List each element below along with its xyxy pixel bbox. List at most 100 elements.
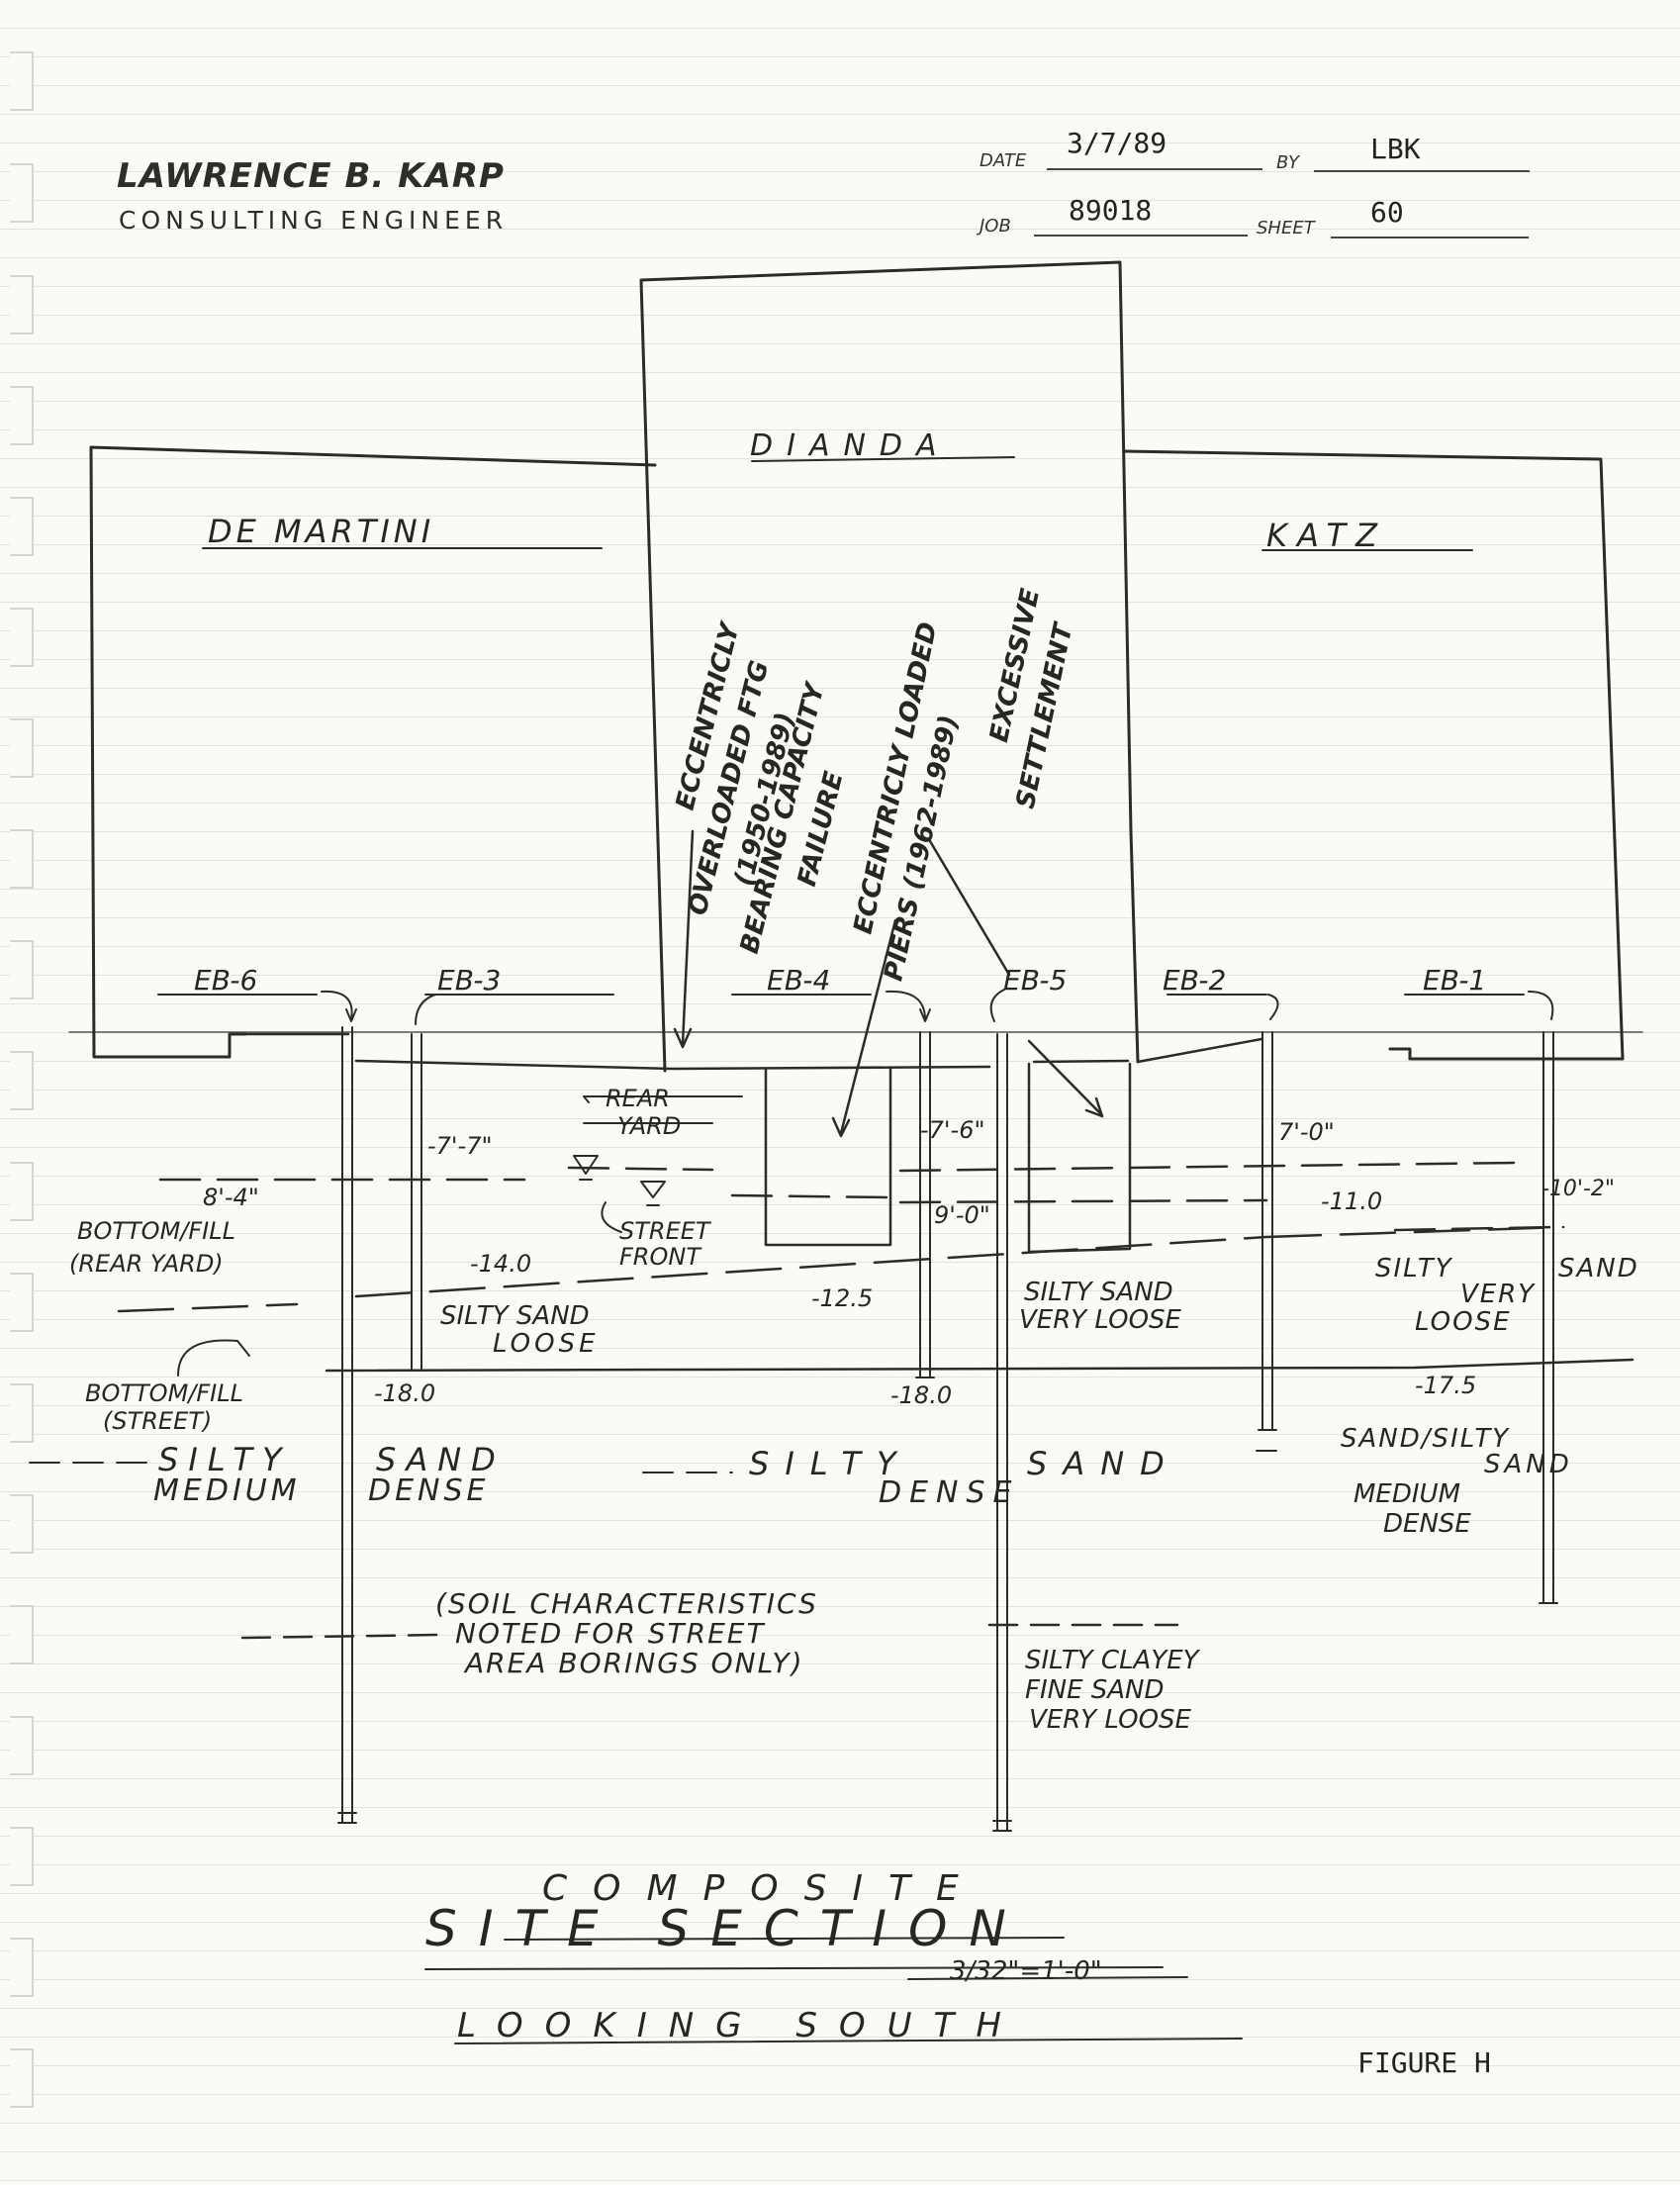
soil-clayey-line3: VERY LOOSE xyxy=(1029,1705,1192,1735)
soil-medium-dense-medium: MEDIUM xyxy=(153,1473,301,1508)
elevation-eb6-stratum: -18.0 xyxy=(374,1379,435,1407)
title-looking-south: LOOKING SOUTH xyxy=(457,2006,1023,2045)
soil-silty-sand-loose-line1: SILTY SAND xyxy=(440,1301,590,1331)
stratum-line-18 xyxy=(325,1358,1634,1373)
binder-hole xyxy=(10,829,34,889)
binder-hole xyxy=(10,1162,34,1221)
ground-line xyxy=(243,1032,1263,1071)
by-label: BY xyxy=(1276,152,1300,173)
figure-label: FIGURE H xyxy=(1357,2046,1491,2079)
by-value: LBK xyxy=(1370,133,1421,165)
sheet-value: 60 xyxy=(1370,196,1404,229)
binder-hole xyxy=(10,497,34,556)
sheet-line xyxy=(1331,237,1529,238)
boring-label-hook xyxy=(1267,994,1279,1020)
soil-note-line2: NOTED FOR STREET xyxy=(455,1617,766,1650)
elevation-eb3-fill: -14.0 xyxy=(470,1250,531,1278)
boring-eb5-log xyxy=(992,1033,1012,1832)
dianda-rear-footing xyxy=(764,1067,892,1247)
boring-eb3-label: EB-3 xyxy=(437,964,501,997)
soil-right-sand: SAND xyxy=(1558,1254,1639,1283)
soil-medium-dense-silty: SILTY xyxy=(158,1441,292,1478)
building-katz-label: KATZ xyxy=(1266,517,1387,554)
boring-eb1-log xyxy=(1539,1031,1558,1604)
elevation-eb5-stratum: -18.0 xyxy=(890,1381,952,1409)
bottom-fill-street-line2: (STREET) xyxy=(103,1407,212,1435)
job-label: JOB xyxy=(980,216,1011,237)
elevation-eb1-stratum: -17.5 xyxy=(1415,1372,1476,1399)
de-martini-building-outline xyxy=(89,445,657,1059)
rear-yard-label-line2: YARD xyxy=(617,1112,681,1140)
boring-eb2-log xyxy=(1258,1031,1277,1431)
binder-hole xyxy=(10,1494,34,1554)
company-subtitle: CONSULTING ENGINEER xyxy=(119,206,509,235)
soil-medium-dense-sand: SAND xyxy=(376,1441,506,1478)
street-front-bracket xyxy=(601,1201,622,1233)
building-de-martini-label: DE MARTINI xyxy=(208,513,434,550)
boring-label-hook xyxy=(321,990,357,1022)
binder-hole xyxy=(10,1938,34,1997)
soil-sand-silty-line4: DENSE xyxy=(1383,1509,1471,1539)
leader-arrow xyxy=(673,829,695,1049)
bottom-fill-hook xyxy=(177,1339,250,1377)
dianda-building-outline xyxy=(639,260,1140,1073)
soil-silty-sand-very-loose-line1: SILTY SAND xyxy=(1024,1278,1173,1307)
boring-eb6-label: EB-6 xyxy=(194,964,257,997)
stratum-line xyxy=(240,1623,1179,1640)
elevation-eb1-water: -10'-2" xyxy=(1541,1177,1615,1201)
title-scale: 3/32"=1'-0" xyxy=(950,1956,1102,1986)
soil-dense-silty: SILTY xyxy=(749,1445,912,1482)
binder-hole xyxy=(10,1051,34,1110)
soil-note-line3: AREA BORINGS ONLY) xyxy=(463,1647,804,1679)
soil-clayey-line2: FINE SAND xyxy=(1025,1675,1165,1705)
boring-label-hook xyxy=(886,990,931,1022)
boring-eb4-label: EB-4 xyxy=(767,964,830,997)
binder-hole xyxy=(10,940,34,999)
binder-hole xyxy=(10,163,34,223)
binder-hole xyxy=(10,1605,34,1664)
title-site-section: SITE SECTION xyxy=(425,1900,1028,1957)
soil-medium-dense-dense: DENSE xyxy=(368,1473,490,1508)
street-front-label-line2: FRONT xyxy=(619,1243,702,1271)
boring-eb5-label: EB-5 xyxy=(1003,964,1067,997)
by-line xyxy=(1314,170,1530,172)
binder-hole xyxy=(10,2048,34,2108)
elevation-eb6-water: 8'-4" xyxy=(203,1184,259,1211)
rear-yard-bracket xyxy=(583,1095,743,1124)
company-name: LAWRENCE B. KARP xyxy=(117,156,505,196)
binder-hole xyxy=(10,51,34,111)
boring-label-hook xyxy=(415,994,436,1025)
dianda-front-footing xyxy=(1027,1062,1132,1254)
binder-hole xyxy=(10,1716,34,1775)
elevation-eb2-water: 7'-0" xyxy=(1278,1118,1335,1146)
binder-hole xyxy=(10,1827,34,1886)
water-level-line xyxy=(158,1161,1555,1232)
boring-eb3-log xyxy=(407,1033,426,1372)
boring-eb4-log xyxy=(915,1031,935,1378)
label-underline xyxy=(202,456,1473,551)
job-value: 89018 xyxy=(1069,194,1153,227)
boring-eb1-label: EB-1 xyxy=(1423,964,1486,997)
soil-dense-dense: DENSE xyxy=(879,1475,1020,1510)
elevation-eb4-water: -7'-6" xyxy=(920,1116,985,1144)
boring-label-hook xyxy=(989,989,1005,1022)
soil-silty-sand-very-loose-line2: VERY LOOSE xyxy=(1019,1305,1182,1335)
street-front-label-line1: STREET xyxy=(619,1217,712,1245)
sheet-label: SHEET xyxy=(1257,218,1315,238)
leader-arrow xyxy=(1027,1039,1104,1118)
soil-sand-silty-line3: MEDIUM xyxy=(1353,1479,1460,1509)
leader-arrow xyxy=(928,839,1011,977)
soil-dense-sand: SAND xyxy=(1027,1445,1180,1482)
rear-yard-label-line1: REAR xyxy=(606,1085,670,1112)
boring-eb2-label: EB-2 xyxy=(1163,964,1226,997)
elevation-eb4-fill: -12.5 xyxy=(811,1284,873,1312)
job-line xyxy=(1034,235,1248,237)
soil-silty-sand-loose-line2: LOOSE xyxy=(493,1329,600,1359)
title-composite: COMPOSITE xyxy=(542,1868,984,1909)
boring-eb6-log xyxy=(337,1026,357,1824)
binder-hole xyxy=(10,718,34,778)
binder-hole xyxy=(10,608,34,667)
date-value: 3/7/89 xyxy=(1067,127,1167,159)
